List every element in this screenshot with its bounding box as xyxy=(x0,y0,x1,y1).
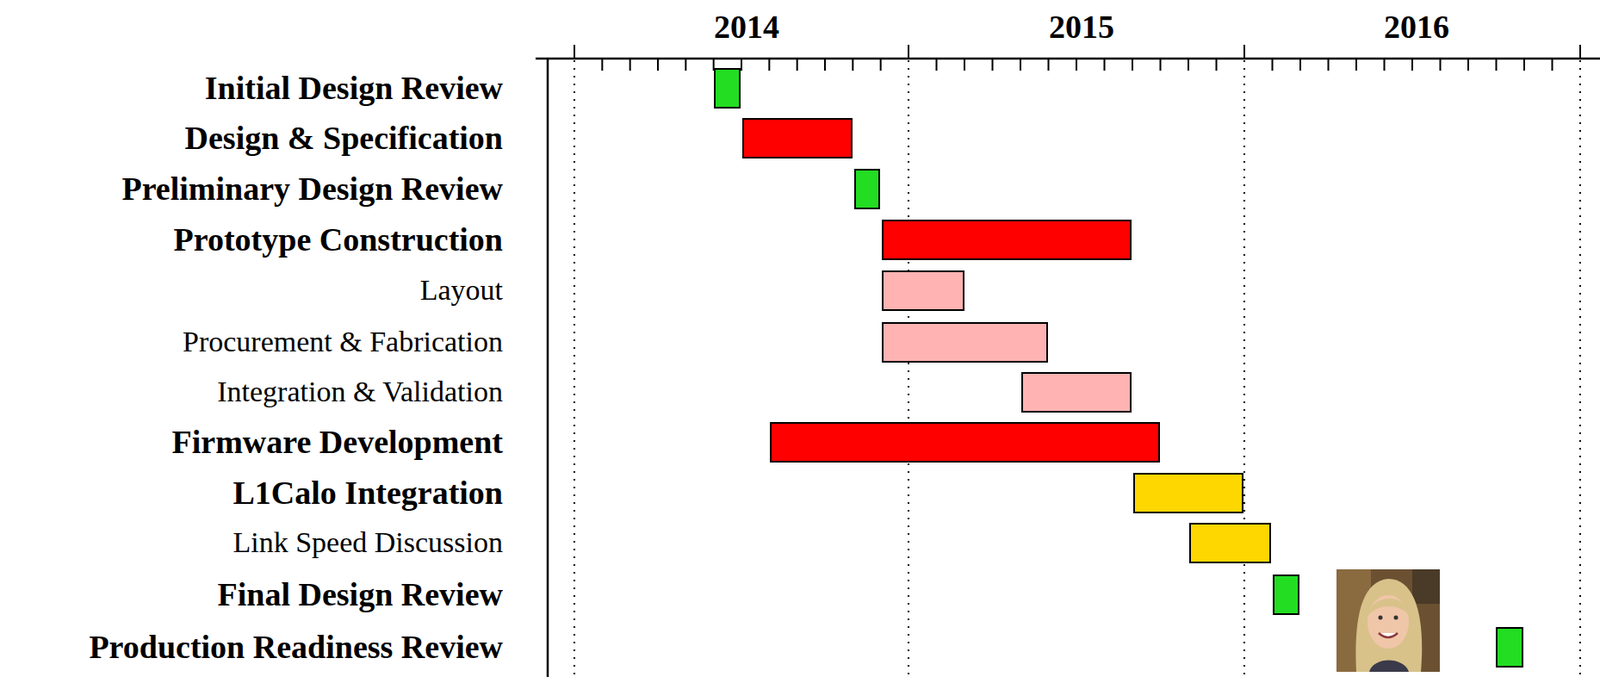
tick-mark xyxy=(1383,58,1386,71)
tick-mark xyxy=(1187,58,1190,71)
tick-mark xyxy=(1131,58,1134,71)
subtask-label: Procurement & Fabrication xyxy=(182,327,503,357)
tick-mark xyxy=(1411,58,1414,71)
tick-mark xyxy=(880,58,882,71)
task-label: Final Design Review xyxy=(217,577,503,611)
year-label: 2014 xyxy=(713,10,780,44)
tick-mark xyxy=(824,58,826,71)
tick-mark xyxy=(1327,58,1330,71)
tick-mark xyxy=(1243,44,1246,59)
year-label: 2015 xyxy=(1048,10,1115,44)
tick-mark xyxy=(1551,58,1554,71)
subtask-label: Integration & Validation xyxy=(217,377,503,407)
tick-mark xyxy=(1271,58,1274,71)
portrait-photo xyxy=(1336,569,1440,672)
tick-mark xyxy=(1523,58,1526,71)
tick-mark xyxy=(1579,44,1582,59)
tick-mark xyxy=(740,58,743,71)
task-label: Firmware Development xyxy=(172,425,503,459)
tick-mark xyxy=(1019,58,1022,71)
subtask-label: Link Speed Discussion xyxy=(232,527,503,558)
tick-mark xyxy=(1075,58,1078,71)
tick-mark xyxy=(1355,58,1358,71)
tick-mark xyxy=(796,58,799,71)
task-label: Design & Specification xyxy=(185,121,503,155)
axis-ticks xyxy=(574,44,1581,71)
tick-mark xyxy=(1439,58,1442,71)
task-label: Prototype Construction xyxy=(173,223,503,256)
tick-mark xyxy=(907,44,910,59)
tick-mark xyxy=(1103,58,1106,71)
tick-mark xyxy=(936,58,938,71)
task-label: Production Readiness Review xyxy=(88,630,503,664)
tick-mark xyxy=(601,58,603,71)
tick-mark xyxy=(1159,58,1162,71)
tick-mark xyxy=(657,58,659,71)
tick-mark xyxy=(1495,58,1498,71)
axis xyxy=(535,58,1600,677)
tick-mark xyxy=(1299,58,1302,71)
tick-mark xyxy=(851,58,854,71)
year-label: 2016 xyxy=(1383,10,1450,44)
tick-mark xyxy=(768,58,770,71)
task-label: Initial Design Review xyxy=(204,71,503,105)
tick-mark xyxy=(684,58,687,71)
subtask-label: Layout xyxy=(420,275,503,305)
tick-mark xyxy=(963,58,966,71)
year-gridlines xyxy=(574,60,1581,677)
tick-mark xyxy=(1048,58,1050,71)
tick-mark xyxy=(1467,58,1470,71)
tick-mark xyxy=(573,44,576,59)
tick-mark xyxy=(992,58,994,71)
tick-mark xyxy=(1215,58,1218,71)
tick-mark xyxy=(629,58,632,71)
task-label: L1Calo Integration xyxy=(233,476,504,509)
task-label: Preliminary Design Review xyxy=(121,172,503,205)
